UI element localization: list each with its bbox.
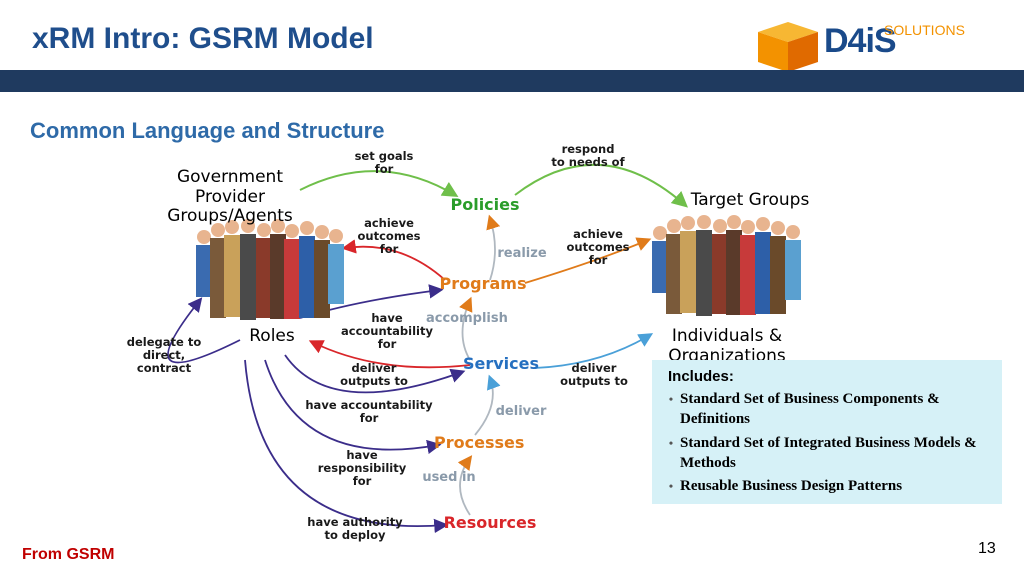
arrow-achieve-right [524, 237, 652, 284]
includes-item: • Standard Set of Business Components & … [662, 389, 992, 430]
have-authority-label: have authority to deploy [307, 515, 403, 543]
government-provider-people-icon [196, 219, 344, 320]
includes-item-text: Reusable Business Design Patterns [680, 478, 903, 494]
includes-item: • Standard Set of Integrated Business Mo… [662, 433, 992, 474]
footer-source: From GSRM [22, 546, 115, 563]
arrow-realize [486, 214, 501, 281]
accomplish-label: accomplish [426, 311, 508, 326]
have-responsibility-label: have responsibility for [317, 448, 407, 489]
arrow-have-accountability-2 [284, 354, 466, 394]
respond-label: respond to needs of [551, 142, 625, 170]
includes-item-text: Standard Set of Integrated Business Mode… [680, 434, 977, 471]
arrow-accomplish [459, 296, 473, 361]
deliver-outputs-right-label: deliver outputs to [560, 361, 628, 389]
arrow-achieve-left [341, 239, 446, 281]
realize-label: realize [497, 246, 547, 261]
roles-label: Roles [249, 326, 295, 346]
achieve-outcomes-left-label: achieve outcomes for [357, 216, 421, 257]
arrow-delegate [167, 297, 241, 364]
section-subtitle: Common Language and Structure [30, 118, 385, 143]
includes-box: Includes: • Standard Set of Business Com… [652, 360, 1002, 504]
arrow-have-responsibility [264, 359, 442, 455]
arrow-have-authority [244, 359, 449, 534]
page-number: 13 [978, 540, 996, 557]
deliver-outputs-left-label: deliver outputs to [340, 361, 408, 389]
logo-subtext: SOLUTIONS [884, 22, 965, 38]
target-groups-people-icon [652, 215, 801, 316]
government-provider-label: Government Provider Groups/Agents [167, 167, 293, 227]
logo-cube-icon [758, 22, 818, 72]
programs-label: Programs [439, 274, 527, 293]
arrow-used-in [457, 455, 473, 516]
logo-text: D4iS [824, 22, 897, 60]
services-label: Services [462, 354, 540, 373]
target-groups-label: Target Groups [690, 190, 810, 210]
arrow-deliver-right [534, 333, 654, 369]
processes-label: Processes [434, 433, 525, 452]
resources-label: Resources [443, 513, 537, 532]
arrow-deliver [474, 374, 501, 436]
policies-label: Policies [450, 195, 520, 214]
arrow-deliver-left [308, 340, 471, 369]
have-accountability-2-label: have accountability for [305, 398, 433, 426]
includes-item-text: Standard Set of Business Components & De… [680, 391, 940, 428]
slide-title: xRM Intro: GSRM Model [32, 22, 374, 55]
includes-item: • Reusable Business Design Patterns [662, 476, 992, 496]
used-in-label: used in [422, 470, 476, 485]
bullet-icon: • [668, 392, 674, 406]
set-goals-label: set goals for [354, 149, 414, 177]
bullet-icon: • [668, 435, 674, 450]
bullet-icon: • [668, 479, 674, 493]
deliver-label: deliver [495, 404, 547, 419]
arrow-respond [514, 163, 689, 208]
arrow-set-goals [299, 170, 459, 198]
title-bar [0, 70, 1024, 92]
delegate-label: delegate to direct, contract [126, 335, 202, 376]
achieve-outcomes-right-label: achieve outcomes for [566, 227, 630, 268]
have-accountability-label: have accountability for [341, 311, 433, 352]
includes-heading: Includes: [668, 368, 734, 385]
